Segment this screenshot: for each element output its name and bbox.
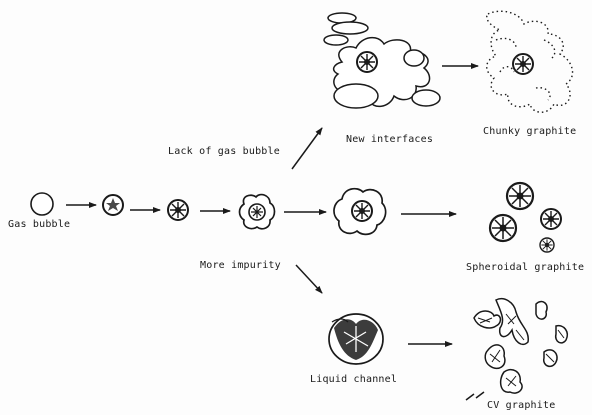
arrow-up — [292, 128, 322, 169]
shelled-spheroid-shape — [334, 189, 386, 235]
label-new-interfaces: New interfaces — [346, 134, 433, 145]
gas-bubble-shape — [31, 193, 53, 215]
new-interfaces-nucleus — [357, 52, 377, 72]
label-spheroidal-graphite: Spheroidal graphite — [466, 262, 584, 273]
label-gas-bubble: Gas bubble — [8, 219, 70, 230]
chunky-graphite-nucleus — [513, 54, 533, 74]
label-lack-of-gas-bubble: Lack of gas bubble — [168, 146, 280, 157]
spiky-nucleus-shape — [103, 195, 123, 215]
label-chunky-graphite: Chunky graphite — [483, 126, 576, 137]
arrow-down — [296, 265, 322, 293]
label-liquid-channel: Liquid channel — [310, 374, 397, 385]
spheroid-particle — [541, 209, 561, 229]
spheroid-particle — [540, 238, 554, 252]
encapsulated-nodule-shape — [240, 195, 275, 229]
label-more-impurity: More impurity — [200, 260, 281, 271]
cv-graphite-shapes — [466, 299, 567, 400]
early-spheroid-shape — [168, 200, 188, 220]
spheroid-particle — [490, 215, 516, 241]
label-cv-graphite: CV graphite — [487, 400, 555, 411]
spheroid-particle — [507, 183, 533, 209]
new-interfaces-shape — [324, 13, 440, 108]
liquid-channel-shape — [329, 314, 383, 364]
